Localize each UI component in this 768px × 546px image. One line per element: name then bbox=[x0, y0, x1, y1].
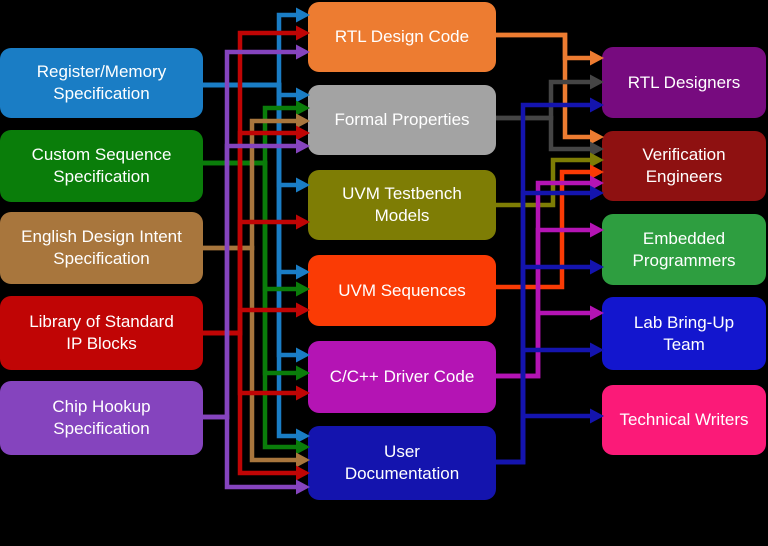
node-label-rtl-designers: RTL Designers bbox=[627, 72, 741, 92]
node-uvm-testbench-models: UVM Testbench Models bbox=[308, 170, 496, 240]
edge-library-of-standard-ip-blocks-to-c-cpp-driver-code bbox=[203, 330, 310, 401]
edge-c-cpp-driver-code-to-embedded-programmers bbox=[496, 222, 604, 379]
edge-rtl-design-code-to-rtl-designers bbox=[496, 32, 604, 66]
node-verification-engineers: Verification Engineers bbox=[602, 131, 766, 201]
edge-custom-sequence-specification-to-user-documentation bbox=[203, 160, 310, 455]
edge-register-memory-specification-to-rtl-design-code bbox=[203, 7, 310, 88]
node-label-user-documentation: User Documentation bbox=[344, 442, 460, 483]
edge-register-memory-specification-to-user-documentation bbox=[203, 82, 310, 444]
edge-rtl-design-code-to-verification-engineers bbox=[496, 32, 604, 145]
node-custom-sequence-specification: Custom Sequence Specification bbox=[0, 130, 203, 202]
edge-library-of-standard-ip-blocks-to-user-documentation bbox=[203, 330, 310, 481]
node-label-formal-properties: Formal Properties bbox=[334, 110, 470, 130]
edge-library-of-standard-ip-blocks-to-formal-properties bbox=[203, 125, 310, 336]
edge-chip-hookup-specification-to-rtl-design-code bbox=[203, 44, 310, 420]
node-english-design-intent-specification: English Design Intent Specification bbox=[0, 212, 203, 284]
edge-user-documentation-to-embedded-programmers bbox=[496, 259, 604, 465]
edge-custom-sequence-specification-to-c-cpp-driver-code bbox=[203, 160, 310, 381]
edge-formal-properties-to-verification-engineers bbox=[496, 115, 604, 157]
edge-register-memory-specification-to-c-cpp-driver-code bbox=[203, 82, 310, 363]
edge-user-documentation-to-lab-bring-up-team bbox=[496, 342, 604, 465]
node-label-verification-engineers: Verification Engineers bbox=[642, 145, 726, 186]
edge-english-design-intent-specification-to-formal-properties bbox=[203, 113, 310, 251]
node-label-rtl-design-code: RTL Design Code bbox=[334, 27, 470, 47]
node-label-chip-hookup-specification: Chip Hookup Specification bbox=[52, 397, 151, 438]
node-lab-bring-up-team: Lab Bring-Up Team bbox=[602, 297, 766, 370]
node-label-english-design-intent-specification: English Design Intent Specification bbox=[21, 227, 182, 268]
node-label-technical-writers: Technical Writers bbox=[619, 410, 749, 430]
edge-register-memory-specification-to-formal-properties bbox=[203, 82, 310, 103]
node-label-c-cpp-driver-code: C/C++ Driver Code bbox=[329, 367, 475, 387]
edge-english-design-intent-specification-to-user-documentation bbox=[203, 245, 310, 468]
node-c-cpp-driver-code: C/C++ Driver Code bbox=[308, 341, 496, 413]
node-rtl-designers: RTL Designers bbox=[602, 47, 766, 118]
edge-custom-sequence-specification-to-uvm-sequences bbox=[203, 160, 310, 297]
edge-custom-sequence-specification-to-formal-properties bbox=[203, 100, 310, 166]
node-library-of-standard-ip-blocks: Library of Standard IP Blocks bbox=[0, 296, 203, 370]
edge-user-documentation-to-verification-engineers bbox=[496, 185, 604, 465]
node-label-uvm-testbench-models: UVM Testbench Models bbox=[342, 184, 462, 225]
edge-register-memory-specification-to-uvm-sequences bbox=[203, 82, 310, 280]
edge-user-documentation-to-technical-writers bbox=[496, 408, 604, 465]
node-embedded-programmers: Embedded Programmers bbox=[602, 214, 766, 285]
edge-formal-properties-to-rtl-designers bbox=[496, 74, 604, 121]
node-label-uvm-sequences: UVM Sequences bbox=[338, 280, 466, 300]
node-formal-properties: Formal Properties bbox=[308, 85, 496, 155]
node-label-embedded-programmers: Embedded Programmers bbox=[632, 228, 736, 270]
edge-register-memory-specification-to-uvm-testbench-models bbox=[203, 82, 310, 193]
edge-uvm-sequences-to-verification-engineers bbox=[496, 164, 604, 290]
edge-user-documentation-to-rtl-designers bbox=[496, 97, 604, 465]
edge-library-of-standard-ip-blocks-to-uvm-sequences bbox=[203, 302, 310, 336]
node-rtl-design-code: RTL Design Code bbox=[308, 2, 496, 72]
node-label-register-memory-specification: Register/Memory Specification bbox=[36, 62, 167, 103]
node-user-documentation: User Documentation bbox=[308, 426, 496, 500]
node-register-memory-specification: Register/Memory Specification bbox=[0, 48, 203, 118]
node-label-custom-sequence-specification: Custom Sequence Specification bbox=[31, 145, 172, 186]
edge-uvm-testbench-models-to-verification-engineers bbox=[496, 152, 604, 208]
edge-c-cpp-driver-code-to-lab-bring-up-team bbox=[496, 305, 604, 379]
edge-chip-hookup-specification-to-user-documentation bbox=[203, 414, 310, 495]
node-label-library-of-standard-ip-blocks: Library of Standard IP Blocks bbox=[29, 312, 174, 353]
node-technical-writers: Technical Writers bbox=[602, 385, 766, 455]
edge-library-of-standard-ip-blocks-to-uvm-testbench-models bbox=[203, 214, 310, 336]
node-label-lab-bring-up-team: Lab Bring-Up Team bbox=[633, 312, 735, 354]
edge-chip-hookup-specification-to-formal-properties bbox=[203, 138, 310, 420]
node-uvm-sequences: UVM Sequences bbox=[308, 255, 496, 326]
edge-c-cpp-driver-code-to-verification-engineers bbox=[496, 175, 604, 379]
edge-library-of-standard-ip-blocks-to-rtl-design-code bbox=[203, 25, 310, 336]
node-chip-hookup-specification: Chip Hookup Specification bbox=[0, 381, 203, 455]
